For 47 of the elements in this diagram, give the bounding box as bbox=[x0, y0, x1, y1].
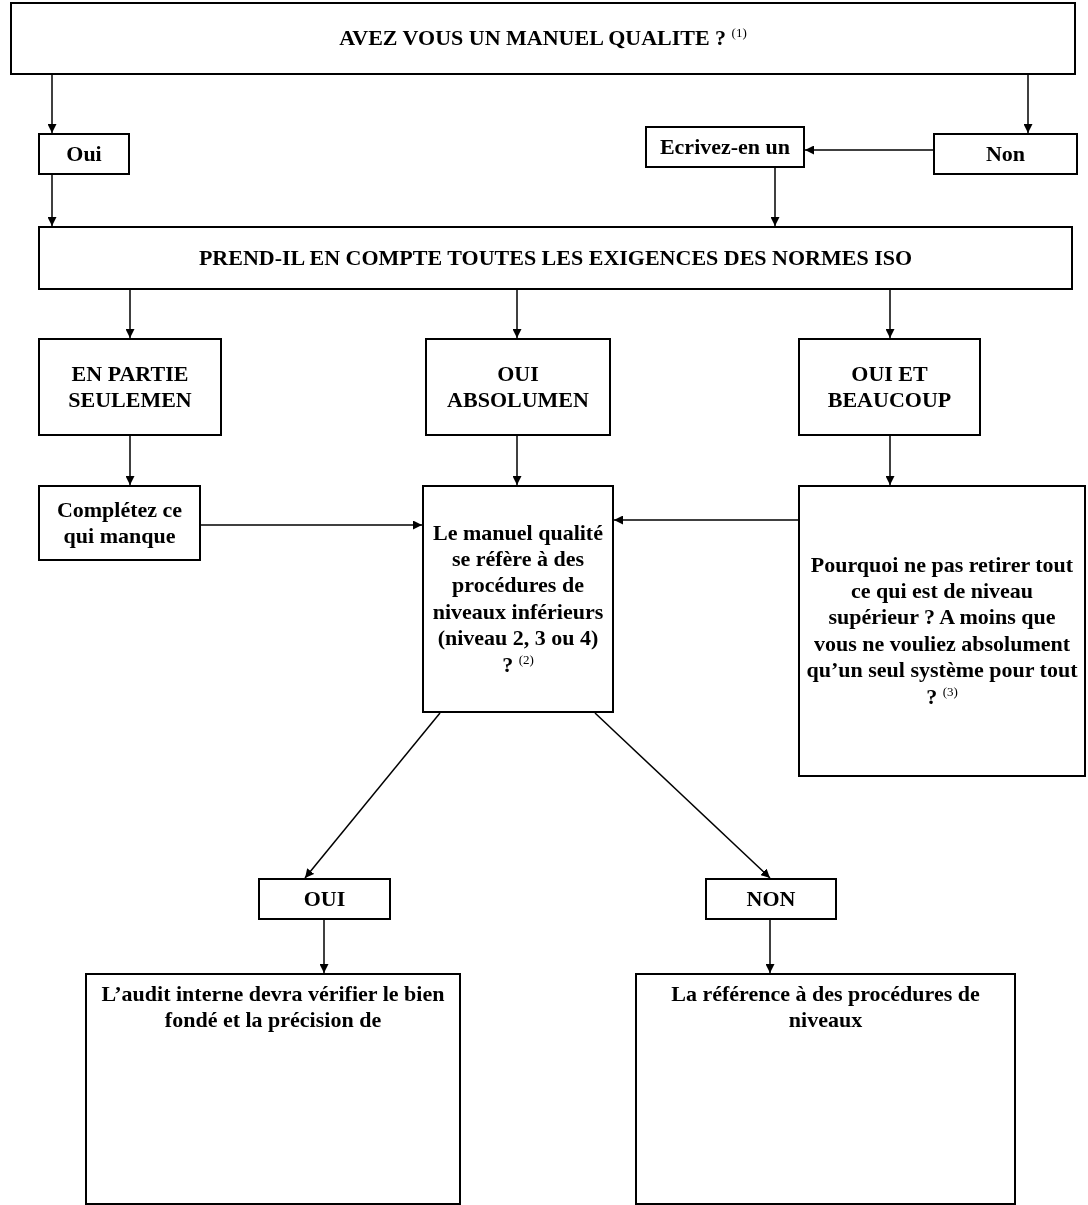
arrow bbox=[512, 435, 522, 486]
process-box bbox=[635, 973, 1016, 1205]
process-box bbox=[38, 338, 222, 436]
box-text: OUI bbox=[303, 885, 346, 913]
process-box bbox=[933, 133, 1078, 175]
process-box bbox=[798, 485, 1086, 777]
process-box bbox=[38, 133, 130, 175]
box-text: Ecrivez-en un bbox=[659, 133, 791, 161]
box-text: AVEZ VOUS UN MANUEL QUALITE ? $^{(1)}$ bbox=[339, 25, 747, 52]
box-text: NON bbox=[746, 885, 796, 913]
arrow bbox=[47, 74, 57, 134]
box-text: Pourquoi ne pas retirer tout ce qui est de niveau supérieur ? A moins que vous ne vouliez absolument qu’un seul système pour tout ? $^{(3)}$ bbox=[806, 551, 1078, 711]
process-box bbox=[425, 338, 611, 436]
box-text: EN PARTIE SEULEMEN bbox=[67, 360, 193, 414]
arrow bbox=[1023, 74, 1033, 134]
arrow bbox=[125, 289, 135, 339]
arrow bbox=[47, 174, 57, 227]
arrow bbox=[613, 515, 799, 525]
box-text: Non bbox=[985, 140, 1026, 168]
arrow bbox=[319, 919, 329, 974]
arrow bbox=[200, 520, 423, 530]
box-text: Oui bbox=[66, 140, 102, 168]
box-text: PREND-IL EN COMPTE TOUTES LES EXIGENCES DES NORMES ISO bbox=[198, 244, 913, 272]
arrow bbox=[512, 289, 522, 339]
arrow bbox=[304, 712, 441, 879]
box-text: OUI ET BEAUCOUP bbox=[826, 360, 953, 414]
process-box bbox=[38, 226, 1073, 290]
arrow bbox=[765, 919, 775, 974]
process-box bbox=[10, 2, 1076, 75]
box-text: OUI ABSOLUMEN bbox=[446, 360, 590, 414]
process-box bbox=[645, 126, 805, 168]
box-text: La référence à des procédures de niveaux bbox=[670, 981, 981, 1034]
arrow bbox=[125, 435, 135, 486]
process-box bbox=[85, 973, 461, 1205]
arrow bbox=[770, 167, 780, 227]
arrow bbox=[804, 145, 934, 155]
process-box bbox=[798, 338, 981, 436]
process-box bbox=[705, 878, 837, 920]
box-text: Complétez ce qui manque bbox=[55, 496, 184, 550]
process-box bbox=[258, 878, 391, 920]
box-text: Le manuel qualité se réfère à des procédures de niveaux inférieurs (niveau 2, 3 ou 4) ? $^{(2)}$ bbox=[431, 519, 605, 679]
arrow bbox=[885, 289, 895, 339]
arrow bbox=[594, 712, 771, 879]
arrow bbox=[885, 435, 895, 486]
box-text: L’audit interne devra vérifier le bien fondé et la précision de bbox=[100, 981, 446, 1034]
process-box bbox=[422, 485, 614, 713]
process-box bbox=[38, 485, 201, 561]
